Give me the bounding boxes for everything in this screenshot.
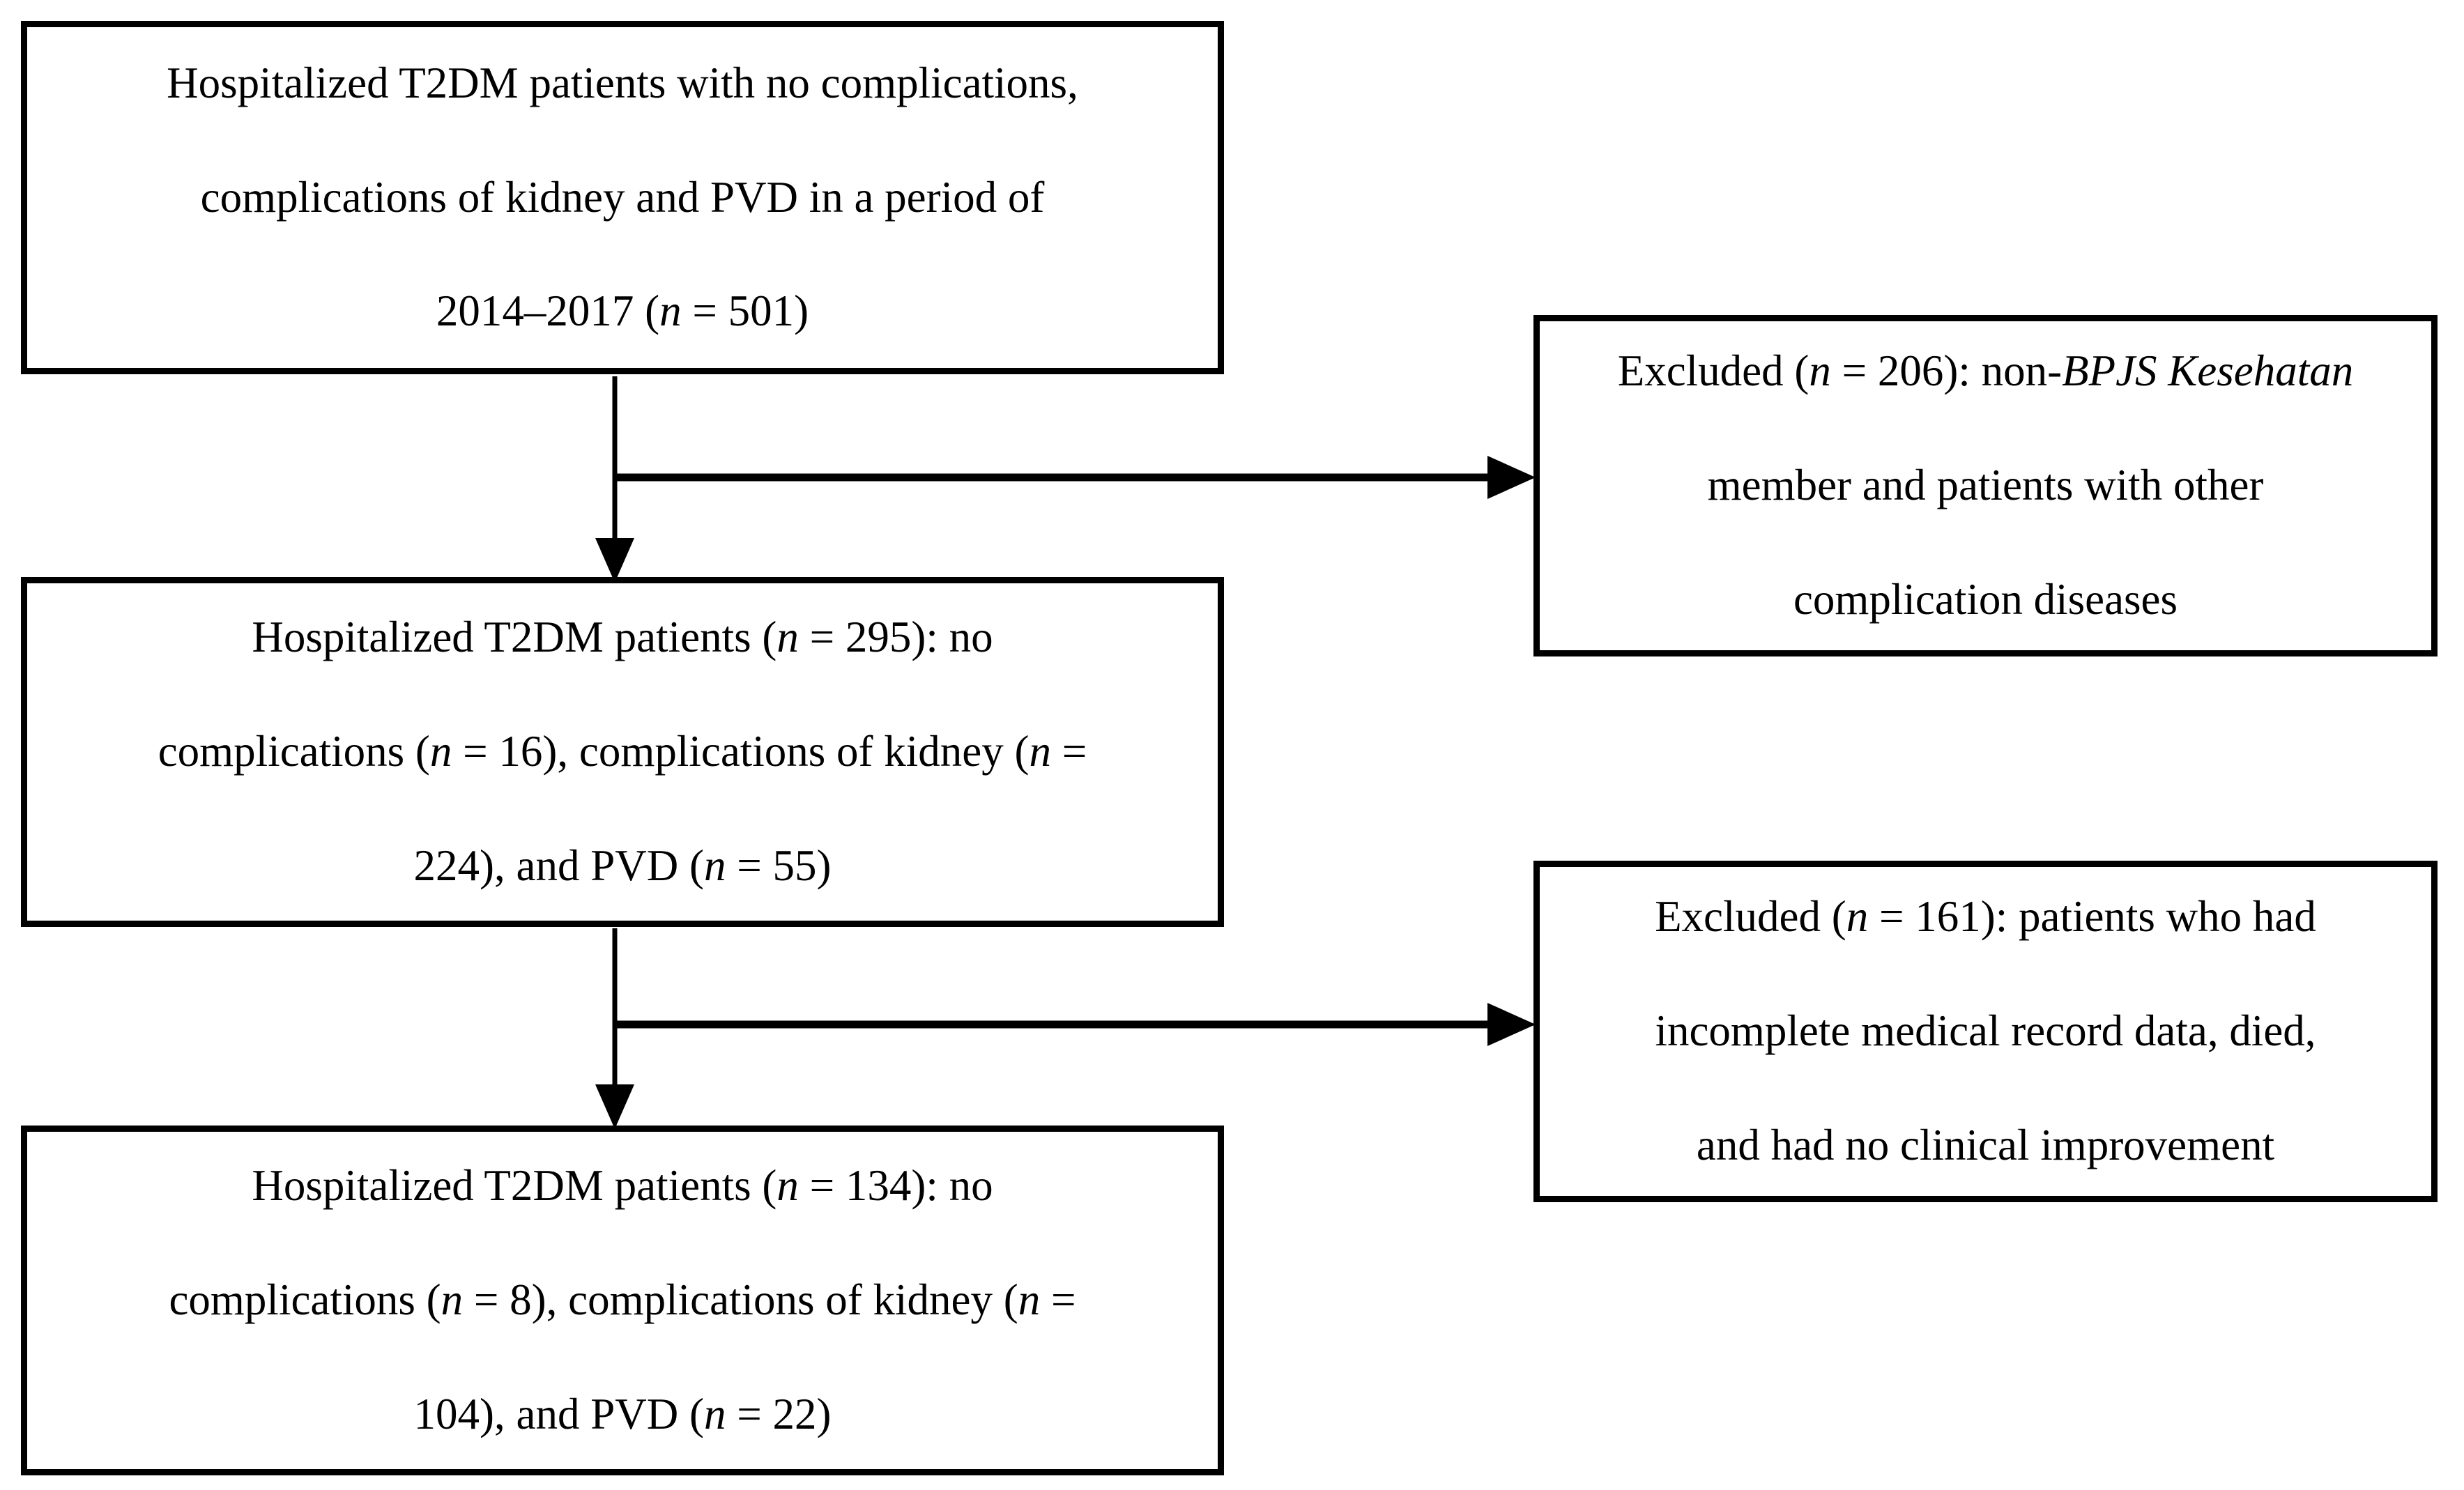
arrowhead-down-icon: [595, 538, 634, 583]
box-text-line: complications (n = 8), complications of …: [169, 1275, 1076, 1325]
box-text-line: Hospitalized T2DM patients (n = 295): no: [252, 613, 993, 662]
flow-box-final-cohort: Hospitalized T2DM patients (n = 134): no…: [21, 1126, 1224, 1475]
box-text-line: Hospitalized T2DM patients with no compl…: [167, 58, 1078, 107]
flow-box-screened-cohort: Hospitalized T2DM patients (n = 295): no…: [21, 577, 1224, 927]
flow-box-initial-cohort: Hospitalized T2DM patients with no compl…: [21, 21, 1224, 374]
box-text-line: member and patients with other: [1707, 461, 2264, 510]
box-text-line: 224), and PVD (n = 55): [413, 840, 832, 890]
box-text-line: incomplete medical record data, died,: [1655, 1006, 2316, 1056]
box-text-line: 104), and PVD (n = 22): [413, 1389, 832, 1438]
arrowhead-right-icon: [1487, 1003, 1536, 1046]
box-text-line: complications of kidney and PVD in a per…: [200, 172, 1045, 222]
box-text-line: Excluded (n = 206): non-BPJS Kesehatan: [1617, 346, 2354, 396]
box-text-line: complication diseases: [1793, 574, 2178, 624]
box-text-line: Excluded (n = 161): patients who had: [1655, 892, 2316, 942]
flow-box-excluded-2: Excluded (n = 161): patients who had inc…: [1533, 861, 2438, 1202]
box-text-line: complications (n = 16), complications of…: [158, 727, 1087, 776]
flow-box-excluded-1: Excluded (n = 206): non-BPJS Kesehatan m…: [1533, 315, 2438, 656]
box-text-line: 2014–2017 (n = 501): [436, 286, 809, 336]
arrowhead-down-icon: [595, 1084, 634, 1129]
arrowhead-right-icon: [1487, 456, 1536, 499]
box-text-line: Hospitalized T2DM patients (n = 134): no: [252, 1161, 993, 1211]
box-text-line: and had no clinical improvement: [1696, 1120, 2275, 1169]
